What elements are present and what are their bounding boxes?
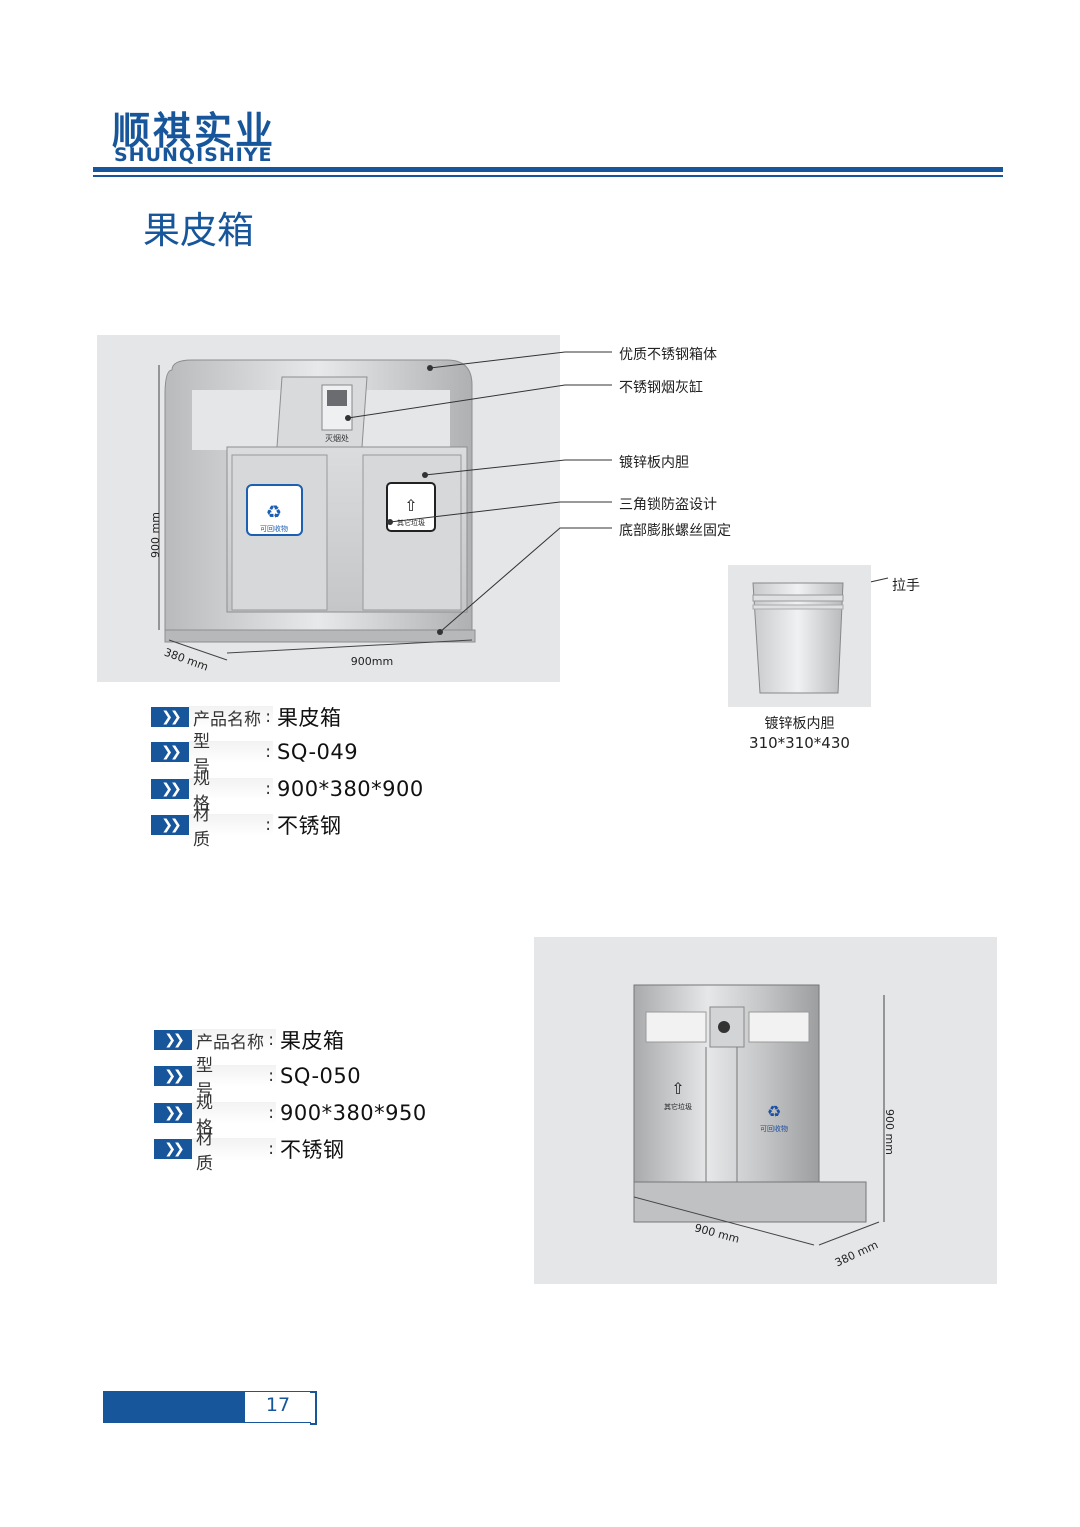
dim-depth: 380 mm [833, 1238, 880, 1269]
callout-body: 优质不锈钢箱体 [619, 347, 717, 363]
spec-row-model: ❯❯ 型号: SQ-049 [151, 732, 359, 777]
product2-illustration: ⇧ 其它垃圾 ♻ 可回收物 900 mm 900 mm 380 mm [633, 984, 896, 1269]
right-sign-label: 可回收物 [760, 1124, 788, 1133]
page-number-box [245, 1391, 311, 1423]
section-title: 果皮箱 [143, 209, 254, 252]
spec-label: 规格: [189, 769, 273, 814]
inner-bin-illustration [752, 582, 844, 694]
brand-name-en: SHUNQISHIYE [114, 144, 273, 166]
spec-label: 规格: [192, 1093, 276, 1138]
double-chevron-right-icon: ❯❯ [151, 707, 189, 727]
double-chevron-right-icon: ❯❯ [154, 1103, 192, 1123]
callout-lock: 三角锁防盗设计 [619, 497, 717, 513]
spec-value: SQ-049 [277, 740, 359, 764]
recycle-icon: ♻ [266, 502, 282, 523]
double-chevron-right-icon: ❯❯ [154, 1066, 192, 1086]
header-rule-thin [93, 175, 1003, 177]
right-sign-label: 其它垃圾 [397, 518, 425, 527]
product1-illustration: 灭烟处 ♻ 可回收物 ⇧ 其它垃圾 900 mm 380 mm 900mm [149, 359, 476, 674]
double-chevron-right-icon: ❯❯ [151, 742, 189, 762]
page-number: 17 [265, 1394, 291, 1416]
double-chevron-right-icon: ❯❯ [151, 815, 189, 835]
product2-photo: ⇧ 其它垃圾 ♻ 可回收物 900 mm 900 mm 380 mm [534, 937, 997, 1284]
recycle-icon: ♻ [767, 1102, 781, 1121]
double-chevron-right-icon: ❯❯ [154, 1139, 192, 1159]
spec-label: 产品名称: [189, 706, 273, 730]
spec-value: 900*380*950 [280, 1101, 427, 1125]
page-number-bracket [310, 1391, 317, 1425]
spec-row-name: ❯❯ 产品名称: 果皮箱 [154, 1027, 345, 1053]
spec-row-size: ❯❯ 规格: 900*380*900 [151, 769, 424, 814]
callout-leaders [345, 351, 889, 635]
double-chevron-right-icon: ❯❯ [154, 1030, 192, 1050]
spec-label: 型号: [192, 1056, 276, 1101]
callout-ashtray: 不锈钢烟灰缸 [619, 380, 703, 396]
spec-value: 果皮箱 [277, 706, 342, 730]
spec-row-model: ❯❯ 型号: SQ-050 [154, 1056, 362, 1101]
spec-label: 材质: [192, 1129, 276, 1174]
inner-bin-photo [728, 565, 871, 707]
spec-label: 型号: [189, 732, 273, 777]
product1-photo: 灭烟处 ♻ 可回收物 ⇧ 其它垃圾 900 mm 380 mm 900mm [97, 335, 560, 682]
spec-value: SQ-050 [280, 1064, 362, 1088]
spec-row-material: ❯❯ 材质: 不锈钢 [154, 1129, 345, 1174]
ashtray-sign: 灭烟处 [325, 433, 349, 443]
left-sign-label: 其它垃圾 [664, 1102, 692, 1111]
spec-value: 不锈钢 [277, 814, 342, 838]
left-sign-label: 可回收物 [260, 524, 288, 533]
double-chevron-right-icon: ❯❯ [151, 779, 189, 799]
callout-anchor-bolts: 底部膨胀螺丝固定 [619, 523, 731, 539]
dim-width: 900mm [351, 655, 393, 668]
other-waste-icon: ⇧ [404, 496, 417, 515]
callout-inner-bin: 镀锌板内胆 [619, 455, 689, 471]
spec-row-material: ❯❯ 材质: 不锈钢 [151, 805, 342, 850]
spec-row-size: ❯❯ 规格: 900*380*950 [154, 1093, 427, 1138]
spec-label: 材质: [189, 805, 273, 850]
dim-height: 900 mm [149, 512, 162, 558]
spec-value: 900*380*900 [277, 777, 424, 801]
spec-row-name: ❯❯ 产品名称: 果皮箱 [151, 704, 342, 730]
inner-bin-size: 310*310*430 [749, 734, 850, 752]
spec-label: 产品名称: [192, 1029, 276, 1053]
header-rule [93, 167, 1003, 172]
spec-value: 不锈钢 [280, 1138, 345, 1162]
other-waste-icon: ⇧ [671, 1079, 684, 1098]
handle-label: 拉手 [892, 578, 920, 594]
inner-bin-caption: 镀锌板内胆 [764, 716, 835, 732]
spec-value: 果皮箱 [280, 1029, 345, 1053]
footer-bar [103, 1391, 245, 1423]
dim-width: 900 mm [693, 1221, 741, 1245]
brand-name-cn: 顺祺实业 [112, 109, 277, 153]
dim-height: 900 mm [883, 1109, 896, 1155]
